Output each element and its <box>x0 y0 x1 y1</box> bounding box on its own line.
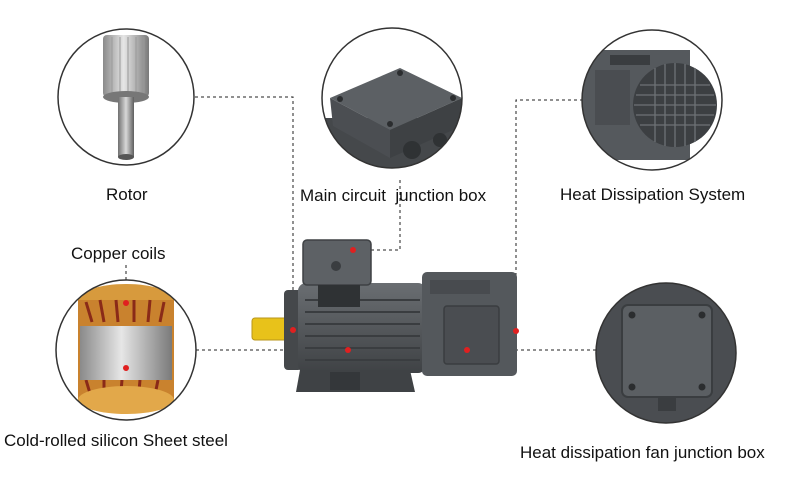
copper-coils-inset <box>55 279 197 421</box>
label-heat-dissipation-system: Heat Dissipation System <box>560 185 746 204</box>
callout-dot-fan-junction-box <box>464 347 470 353</box>
label-main-circuit-junction-box: Main circuit junction box <box>300 186 487 205</box>
fan-jbox-cover <box>621 304 713 398</box>
motor <box>251 239 517 392</box>
callout-dot-junction-box <box>350 247 356 253</box>
rotor-shaft <box>118 97 134 157</box>
callout-dot-core <box>123 365 129 371</box>
leader-rotor <box>195 96 294 327</box>
heat-dissipation-inset <box>581 29 723 171</box>
label-heat-dissipation-fan-junction-box: Heat dissipation fan junction box <box>520 443 765 462</box>
callout-dot-heat-dissipation <box>513 328 519 334</box>
junction-box-inset <box>321 27 463 169</box>
fan-junction-box-inset <box>595 282 737 424</box>
callout-dots <box>123 247 519 371</box>
callout-dot-silicon-steel <box>345 347 351 353</box>
rotor-core <box>103 35 149 97</box>
label-cold-rolled-silicon-sheet-steel: Cold-rolled silicon Sheet steel <box>4 431 228 450</box>
rotor-inset <box>57 28 195 166</box>
callout-dot-copper-coils <box>123 300 129 306</box>
label-copper-coils: Copper coils <box>71 244 166 263</box>
silicon-steel-core <box>80 326 172 380</box>
callout-dot-rotor <box>290 327 296 333</box>
leader-heat-dissipation <box>515 99 583 330</box>
label-rotor: Rotor <box>106 185 148 204</box>
jbox-lid <box>330 68 462 130</box>
